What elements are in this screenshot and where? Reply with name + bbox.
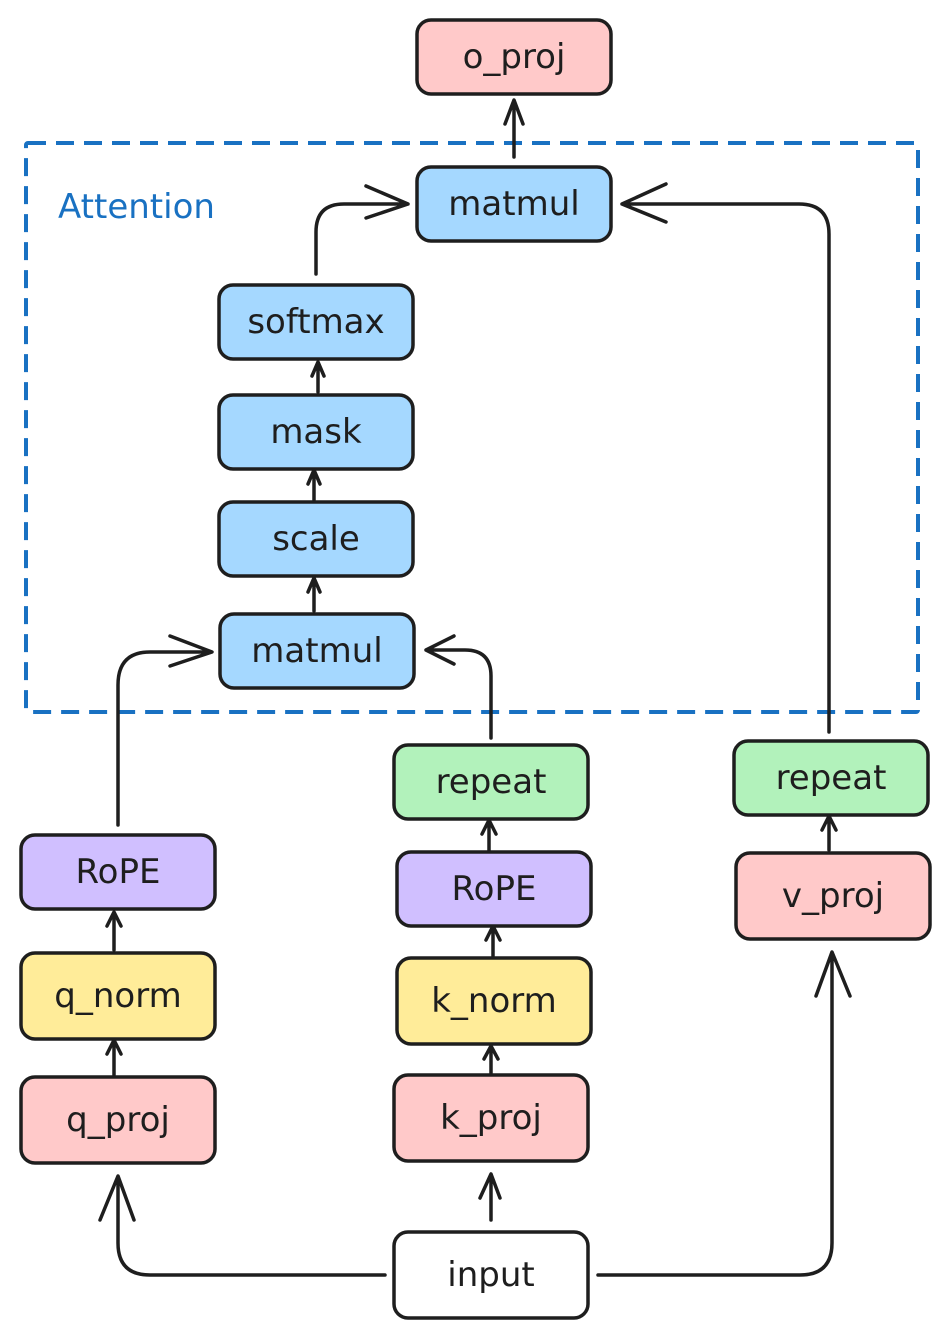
node-q_norm: q_norm bbox=[19, 951, 217, 1041]
svg-text:mask: mask bbox=[270, 412, 362, 452]
edge-input-to-q_proj bbox=[98, 1174, 387, 1277]
svg-text:k_proj: k_proj bbox=[440, 1098, 542, 1138]
edge-q_norm-to-q_rope bbox=[105, 910, 123, 952]
edge-matmul2-to-o_proj bbox=[503, 98, 525, 159]
svg-text:matmul: matmul bbox=[251, 631, 382, 671]
node-input: input bbox=[392, 1230, 590, 1320]
edge-input-to-v_proj bbox=[596, 950, 852, 1277]
node-mask: mask bbox=[217, 393, 415, 471]
node-v_proj: v_proj bbox=[734, 851, 932, 941]
svg-text:scale: scale bbox=[272, 519, 360, 559]
node-matmul-scores: matmul bbox=[218, 612, 416, 690]
edge-matmul1-to-scale bbox=[306, 576, 322, 613]
node-v-repeat: repeat bbox=[732, 739, 930, 817]
svg-text:RoPE: RoPE bbox=[76, 852, 161, 892]
node-k-rope: RoPE bbox=[395, 850, 593, 928]
svg-text:input: input bbox=[447, 1255, 534, 1295]
node-scale: scale bbox=[217, 500, 415, 578]
node-k-repeat: repeat bbox=[392, 743, 590, 821]
edge-k_norm-to-k_rope bbox=[484, 924, 502, 958]
edge-input-to-k_proj bbox=[478, 1172, 502, 1222]
node-o_proj: o_proj bbox=[415, 18, 613, 96]
svg-text:q_norm: q_norm bbox=[54, 976, 181, 1016]
edge-k_repeat-to-matmul1 bbox=[424, 634, 493, 740]
edge-k_proj-to-k_norm bbox=[482, 1044, 500, 1075]
edge-mask-to-softmax bbox=[310, 360, 326, 394]
edge-q_proj-to-q_norm bbox=[105, 1038, 123, 1077]
svg-text:repeat: repeat bbox=[776, 758, 887, 798]
svg-text:k_norm: k_norm bbox=[431, 981, 557, 1021]
node-q_proj: q_proj bbox=[19, 1075, 217, 1165]
node-q-rope: RoPE bbox=[19, 833, 217, 911]
nodes: o_proj matmul softmax mask scale matmul … bbox=[19, 18, 932, 1320]
edge-v_repeat-to-matmul2 bbox=[620, 182, 831, 734]
svg-text:v_proj: v_proj bbox=[782, 876, 884, 916]
edge-k_rope-to-k_repeat bbox=[480, 818, 498, 854]
svg-text:softmax: softmax bbox=[247, 302, 384, 342]
svg-text:repeat: repeat bbox=[436, 762, 547, 802]
svg-text:q_proj: q_proj bbox=[66, 1100, 170, 1140]
svg-text:matmul: matmul bbox=[448, 184, 579, 224]
node-softmax: softmax bbox=[217, 283, 415, 361]
node-k_proj: k_proj bbox=[392, 1073, 590, 1163]
edge-softmax-to-matmul2 bbox=[314, 184, 410, 276]
edge-v_proj-to-v_repeat bbox=[820, 814, 838, 852]
svg-text:o_proj: o_proj bbox=[463, 37, 566, 77]
edge-scale-to-mask bbox=[306, 468, 322, 502]
node-k_norm: k_norm bbox=[395, 956, 593, 1046]
edge-q_rope-to-matmul1 bbox=[116, 634, 214, 827]
attention-group-label: Attention bbox=[58, 187, 215, 227]
edges bbox=[98, 98, 852, 1277]
node-matmul-attention-output: matmul bbox=[415, 165, 613, 243]
svg-text:RoPE: RoPE bbox=[452, 869, 537, 909]
